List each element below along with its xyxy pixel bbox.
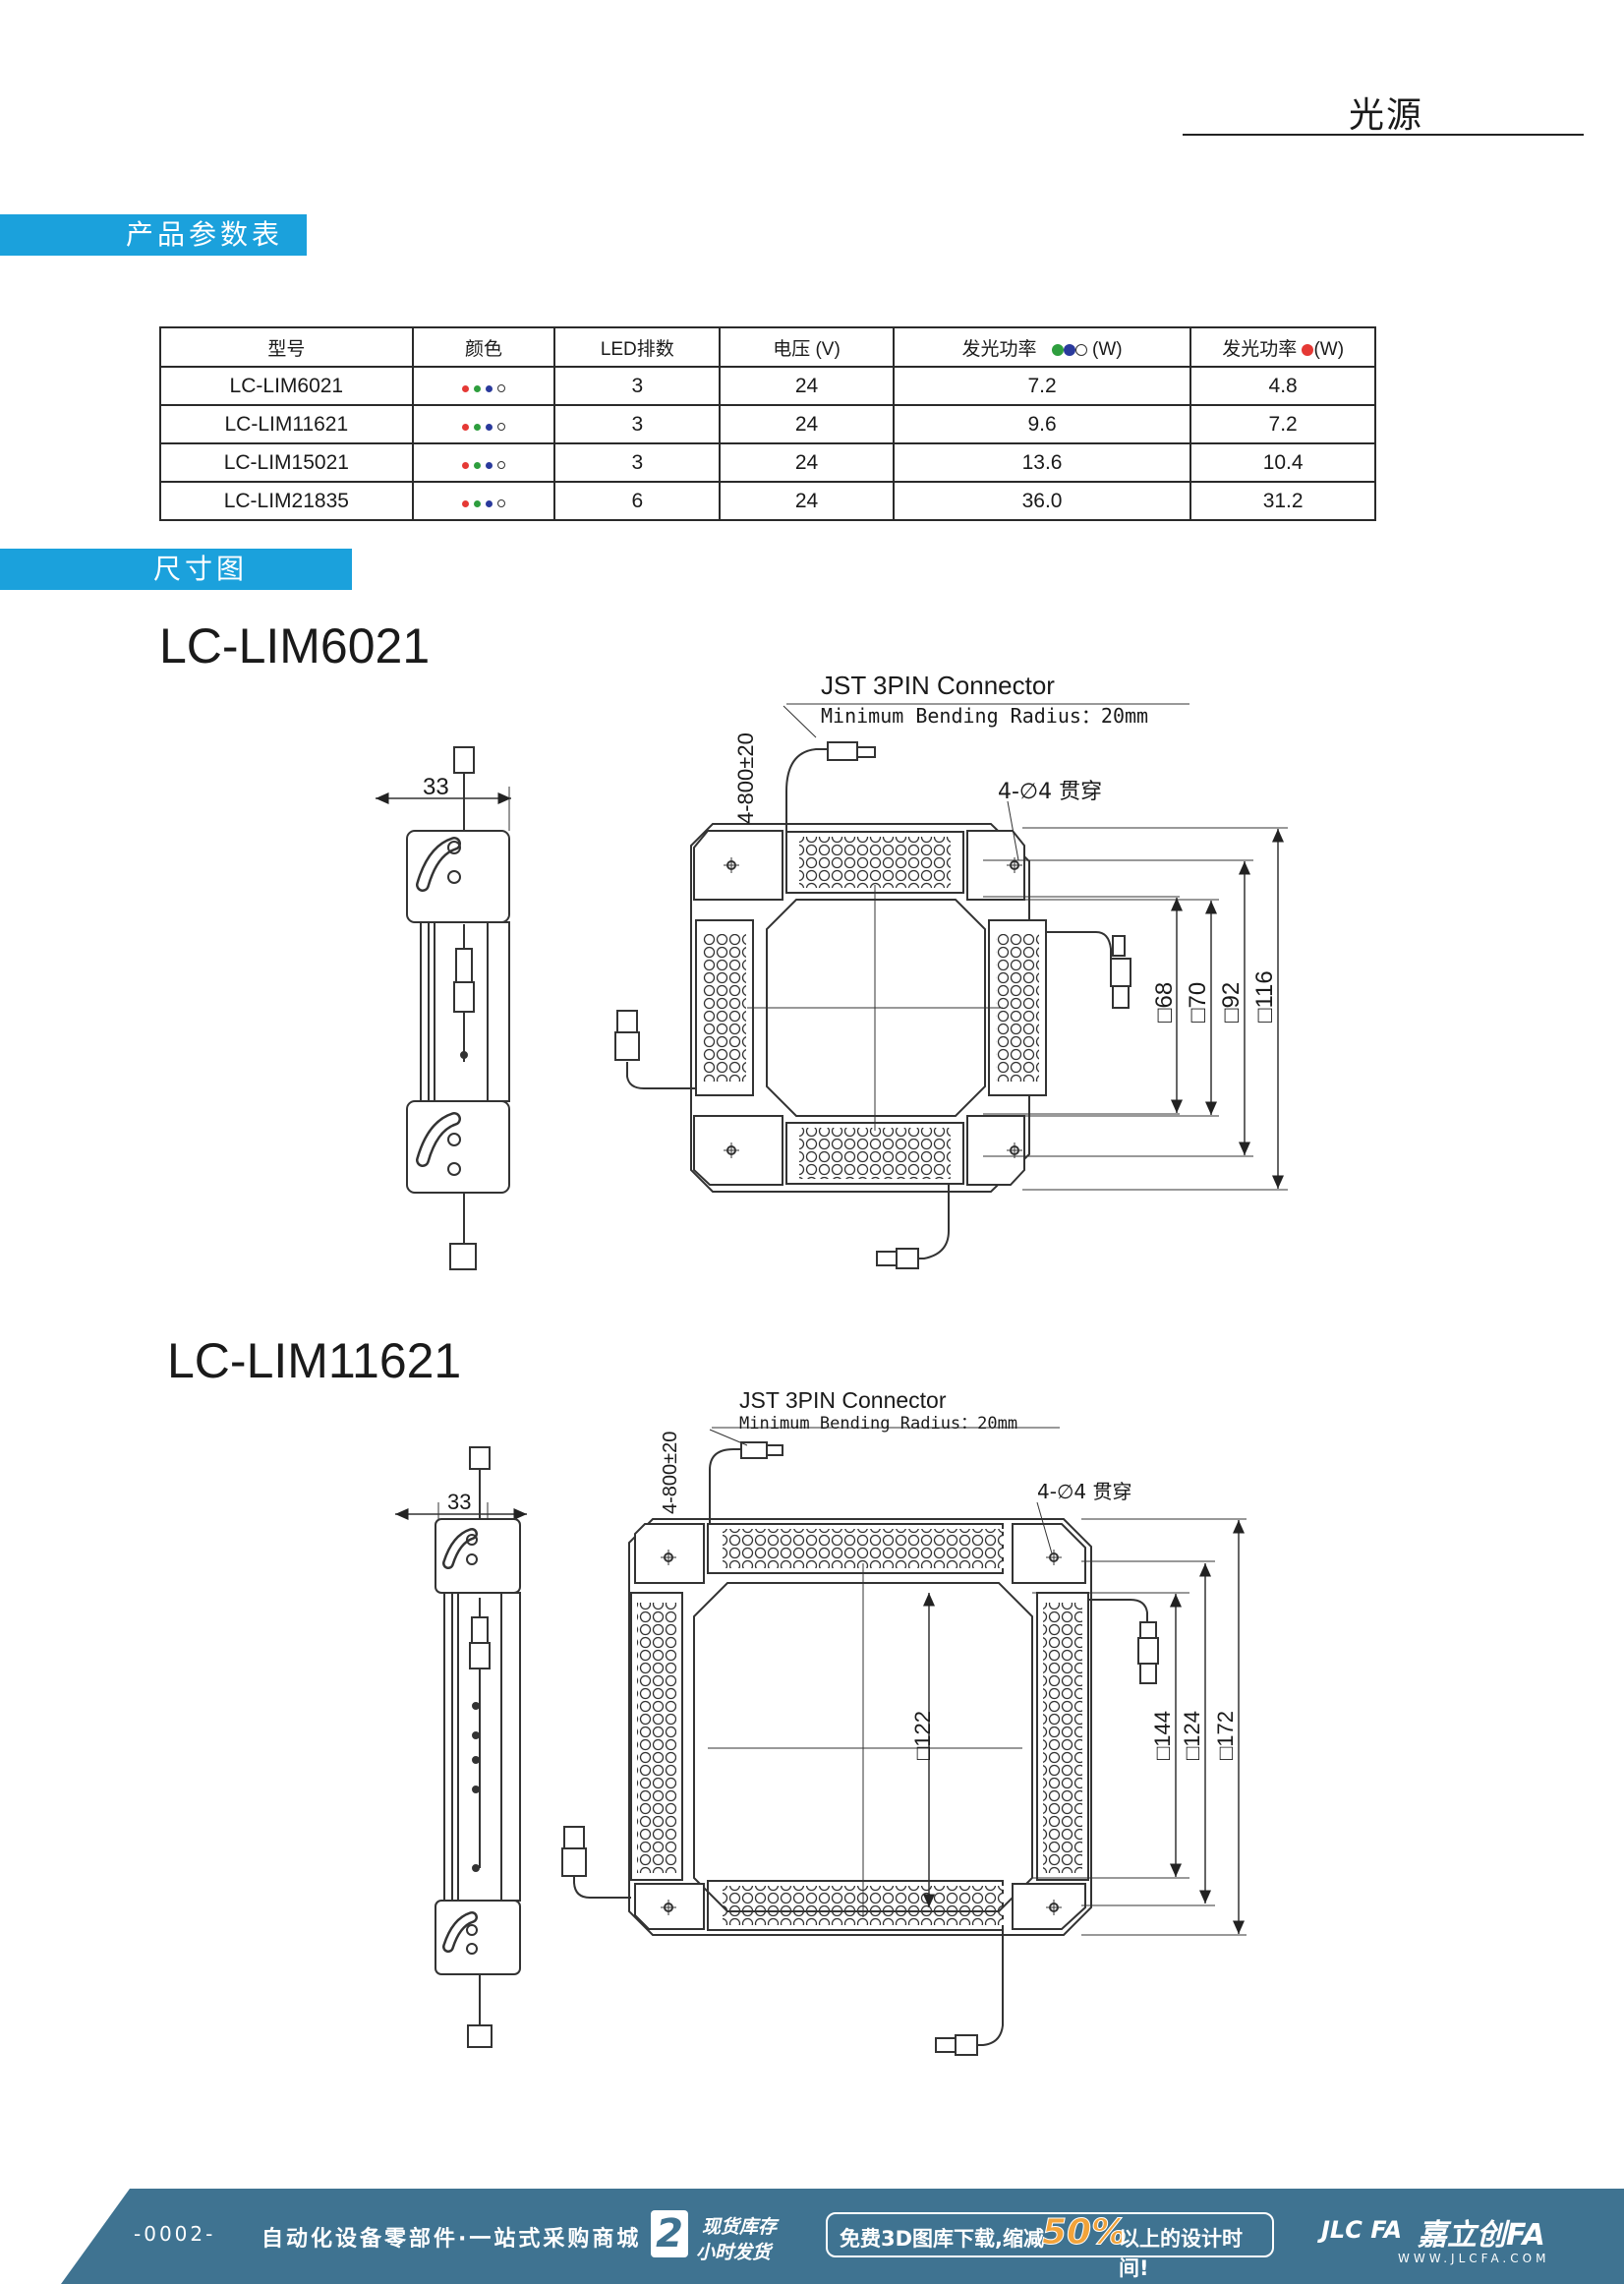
diagram1-bend-label: Minimum Bending Radius：20mm [821,704,1148,728]
cell-color [411,481,556,521]
table-row: LC-LIM11621 3 24 9.6 7.2 [159,404,1376,444]
cell-led-rows: 3 [553,404,722,444]
diagram2-dim-124: □124 [1180,1711,1204,1760]
cell-power-gbw: 9.6 [892,404,1192,444]
footer-url: WWW.JLCFA.COM [1398,2252,1550,2265]
color-dots-icon [462,499,506,507]
cell-voltage: 24 [719,366,895,406]
cell-color [411,404,556,444]
cell-voltage: 24 [719,442,895,483]
col-header-power-gbw: 发光功率 (W) [892,326,1192,368]
footer-brand-name: 嘉立创FA [1418,2218,1545,2253]
header-rule [1183,134,1584,136]
cell-led-rows: 3 [553,442,722,483]
color-dots-icon [462,423,506,431]
col-header-color: 颜色 [411,326,556,368]
col-header-power-gbw-label: 发光功率 [961,338,1037,360]
diagram1-front-view [614,703,1288,1269]
cell-model: LC-LIM21835 [159,481,414,521]
diagram1-side-view [376,746,511,1270]
cell-voltage: 24 [719,404,895,444]
diagram2-dim-122: □122 [910,1711,935,1760]
cell-power-r: 31.2 [1189,481,1376,521]
section-tag-dimensions-label: 尺寸图（mm） [153,553,278,626]
footer-promo-pct: 50% [1041,2212,1128,2254]
section-tag-dimensions: 尺寸图（mm） [0,549,352,626]
diagram2-model-title: LC-LIM11621 [167,1333,462,1388]
diagram1-dim-68: □68 [1151,982,1178,1023]
col-header-power-r: 发光功率 (W) [1189,326,1376,368]
color-dots-icon [462,461,506,469]
cell-color [411,442,556,483]
power-gbw-dots-icon [1051,339,1092,360]
footer-page-number: -0002- [134,2222,216,2246]
diagram1-side-width-label: 33 [423,774,449,800]
footer-stock-line1: 现货库存 [702,2216,778,2238]
spec-table: 型号 颜色 LED排数 电压 (V) 发光功率 (W) 发光功率 (W) LC-… [159,326,1376,521]
col-header-power-gbw-unit: (W) [1092,338,1123,360]
cell-model: LC-LIM15021 [159,442,414,483]
diagram1-dim-70: □70 [1185,982,1211,1023]
power-r-dot-icon [1302,343,1314,356]
cell-model: LC-LIM11621 [159,404,414,444]
col-header-led-rows: LED排数 [553,326,722,368]
color-dots-icon [462,384,506,392]
footer-promo-post: 以上的设计时间! [1119,2227,1243,2280]
cell-voltage: 24 [719,481,895,521]
col-header-power-r-label: 发光功率 [1222,338,1298,360]
diagram2-front-view [561,1427,1247,2056]
col-header-voltage: 电压 (V) [719,326,895,368]
diagram2-holes-label: 4-∅4 贯穿 [1037,1480,1131,1503]
cell-led-rows: 6 [553,481,722,521]
diagram2-side-view [395,1446,527,2048]
footer-stock-line2: 小时发货 [696,2242,772,2263]
col-header-power-r-unit: (W) [1313,338,1345,360]
section-tag-spec: 产品参数表 [0,214,307,256]
footer-badge-number: 2 [651,2210,688,2257]
diagram1-dim-116: □116 [1251,970,1278,1023]
table-row: LC-LIM6021 3 24 7.2 4.8 [159,366,1376,406]
footer-slogan: 自动化设备零部件·一站式采购商城 [261,2227,642,2252]
diagram1-holes-label: 4-∅4 贯穿 [998,780,1102,804]
diagram2-side-width-label: 33 [447,1490,471,1514]
diagram1-connector-label: JST 3PIN Connector [821,671,1055,700]
cell-led-rows: 3 [553,366,722,406]
table-row: LC-LIM21835 6 24 36.0 31.2 [159,481,1376,521]
diagram2-bend-label: Minimum Bending Radius：20mm [739,1414,1017,1434]
spec-table-header-row: 型号 颜色 LED排数 电压 (V) 发光功率 (W) 发光功率 (W) [159,326,1376,368]
page-category-title: 光源 [1349,95,1424,136]
cell-power-r: 4.8 [1189,366,1376,406]
cell-power-r: 10.4 [1189,442,1376,483]
cell-power-gbw: 7.2 [892,366,1192,406]
cell-power-gbw: 13.6 [892,442,1192,483]
diagram2-dim-144: □144 [1150,1711,1175,1760]
footer-logo: JLC FA [1321,2216,1403,2244]
diagram2-connector-label: JST 3PIN Connector [739,1387,947,1413]
diagram1-cable-label: 4-800±20 [733,732,758,824]
section-tag-spec-label: 产品参数表 [126,218,284,251]
cell-model: LC-LIM6021 [159,366,414,406]
diagram1-model-title: LC-LIM6021 [159,618,431,673]
cell-power-gbw: 36.0 [892,481,1192,521]
table-row: LC-LIM15021 3 24 13.6 10.4 [159,442,1376,483]
diagram2-cable-label: 4-800±20 [660,1432,681,1514]
cell-color [411,366,556,406]
footer-bar: -0002- 自动化设备零部件·一站式采购商城 2 现货库存 小时发货 免费3D… [0,2189,1624,2284]
col-header-model: 型号 [159,326,414,368]
cell-power-r: 7.2 [1189,404,1376,444]
footer-promo-pre: 免费3D图库下载,缩减 [840,2227,1045,2251]
footer-promo-box: 免费3D图库下载,缩减 50% 以上的设计时间! [826,2212,1274,2280]
diagram1-dim-92: □92 [1218,982,1245,1023]
diagram2-dim-172: □172 [1213,1711,1238,1760]
